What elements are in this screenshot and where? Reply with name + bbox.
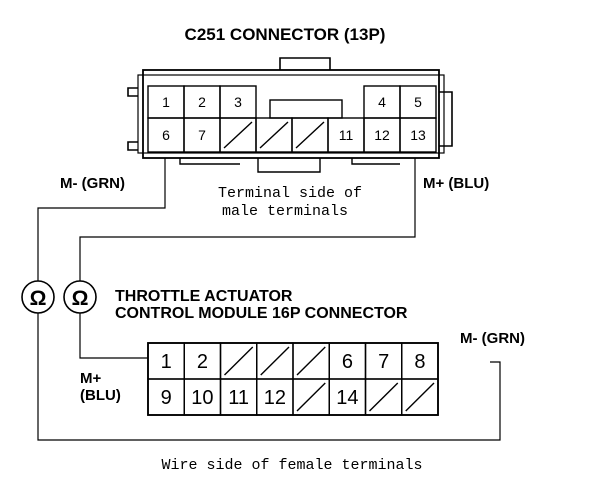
c251-terminal-3: 3 (219, 85, 257, 119)
terminal-number: 5 (414, 94, 422, 110)
tacm-terminal-empty (219, 342, 258, 380)
c251-side-note-line2: male terminals (222, 203, 348, 220)
terminal-number: 13 (410, 127, 426, 143)
c251-terminal-7: 7 (183, 117, 221, 153)
c251-row-2: 6 7 11 12 13 (147, 117, 437, 153)
tacm-terminal-12: 12 (256, 378, 294, 416)
terminal-number: 11 (228, 387, 249, 409)
c251-connector-title: C251 CONNECTOR (13P) (185, 25, 386, 44)
c251-terminal-12: 12 (363, 117, 401, 153)
tacm-row-2: 9 10 11 12 14 (147, 378, 439, 416)
terminal-number: 11 (339, 127, 354, 143)
c251-side-note-line1: Terminal side of (218, 185, 362, 202)
c251-terminal-6: 6 (147, 117, 185, 153)
terminal-number: 14 (336, 387, 358, 409)
ohmmeter-probe-right: Ω (63, 280, 97, 314)
c251-terminal-empty (255, 117, 293, 153)
tacm-terminal-1: 1 (147, 342, 185, 380)
c251-terminal-empty (291, 117, 329, 153)
wire-label-bottom-right: M- (GRN) (460, 330, 525, 347)
terminal-number: 6 (342, 351, 353, 373)
terminal-number: 2 (197, 351, 208, 373)
tacm-terminal-empty (364, 378, 403, 416)
tacm-terminal-empty (292, 378, 330, 416)
terminal-number: 7 (198, 127, 206, 143)
tacm-terminal-empty (401, 378, 439, 416)
tacm-terminal-6: 6 (328, 342, 367, 380)
tacm-terminal-empty (292, 342, 330, 380)
terminal-number: 12 (374, 127, 390, 143)
terminal-number: 10 (191, 387, 213, 409)
tacm-side-note: Wire side of female terminals (161, 457, 422, 474)
tacm-row-1: 1 2 6 7 8 (147, 342, 439, 380)
wire-label-bottom-left-line2: (BLU) (80, 387, 121, 404)
terminal-number: 7 (378, 351, 389, 373)
c251-terminal-empty (219, 117, 257, 153)
c251-terminal-1: 1 (147, 85, 185, 119)
c251-terminal-11: 11 (327, 117, 365, 153)
c251-terminal-4: 4 (363, 85, 401, 119)
terminal-number: 9 (161, 387, 172, 409)
tacm-terminal-9: 9 (147, 378, 185, 416)
ohm-icon: Ω (30, 287, 47, 310)
wire-label-top-left: M- (GRN) (60, 175, 125, 192)
tacm-terminal-11: 11 (219, 378, 258, 416)
terminal-number: 6 (162, 127, 170, 143)
wires (37, 158, 501, 441)
tacm-connector-title-line1: THROTTLE ACTUATOR (115, 288, 293, 305)
terminal-number: 8 (414, 351, 425, 373)
terminal-number: 4 (378, 94, 386, 110)
tacm-terminal-14: 14 (328, 378, 367, 416)
terminal-number: 2 (198, 94, 206, 110)
tacm-terminal-2: 2 (183, 342, 222, 380)
terminal-number: 1 (162, 94, 170, 110)
c251-row-1: 1 2 3 4 5 (147, 85, 437, 119)
ohmmeter-probe-left: Ω (21, 280, 55, 314)
terminal-number: 1 (161, 351, 172, 373)
ohm-icon: Ω (72, 287, 89, 310)
tacm-terminal-empty (256, 342, 294, 380)
terminal-number: 12 (264, 387, 286, 409)
tacm-terminal-7: 7 (364, 342, 403, 380)
terminal-number: 3 (234, 94, 242, 110)
wire-label-top-right: M+ (BLU) (423, 175, 489, 192)
c251-terminal-13: 13 (399, 117, 437, 153)
c251-terminal-5: 5 (399, 85, 437, 119)
tacm-terminal-10: 10 (183, 378, 222, 416)
wire-label-bottom-left-line1: M+ (80, 370, 101, 387)
tacm-connector-title-line2: CONTROL MODULE 16P CONNECTOR (115, 305, 408, 322)
tacm-terminal-8: 8 (401, 342, 439, 380)
c251-terminal-2: 2 (183, 85, 221, 119)
